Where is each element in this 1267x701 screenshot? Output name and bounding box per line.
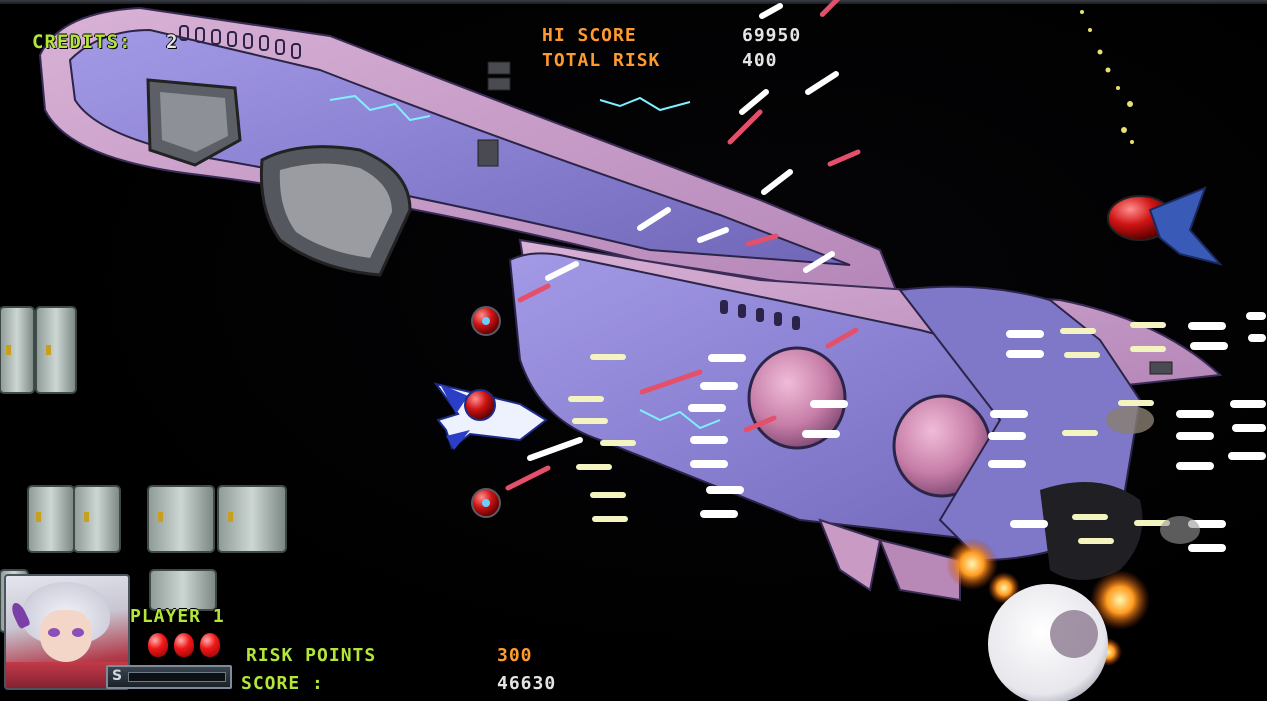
credits-label: CREDITS:: [32, 31, 132, 53]
player-option-orbs: [471, 306, 501, 518]
total-risk-value: 400: [742, 50, 778, 71]
electric-arcs: [329, 94, 721, 430]
lives-indicator: [148, 633, 220, 657]
pilot-portrait: [4, 574, 130, 690]
shield-gauge-track: [128, 672, 226, 682]
enemy-fighter: [1107, 186, 1223, 266]
player-bullets: [568, 312, 1266, 552]
red-orb-icon: [174, 633, 194, 657]
red-orb-icon: [148, 633, 168, 657]
credits-value: 2: [166, 31, 179, 53]
shield-gauge-letter: S: [112, 668, 123, 684]
star-trail: [1080, 10, 1134, 144]
planet: [988, 584, 1108, 701]
risk-points-value: 300: [497, 645, 533, 666]
window-top-edge: [0, 0, 1267, 4]
hi-score-value: 69950: [742, 25, 802, 46]
shield-gauge-icon: S: [106, 665, 232, 689]
enemy-missiles: [505, 0, 861, 491]
score-value: 46630: [497, 673, 557, 694]
total-risk-label: TOTAL RISK: [542, 50, 661, 71]
enemy-battleship: [38, 6, 1223, 602]
player-label: PLAYER 1: [130, 606, 225, 627]
player-ship: [433, 382, 548, 450]
risk-points-label: RISK POINTS: [246, 645, 377, 666]
red-orb-icon: [200, 633, 220, 657]
score-label: SCORE :: [241, 673, 324, 694]
hi-score-label: HI SCORE: [542, 25, 637, 46]
